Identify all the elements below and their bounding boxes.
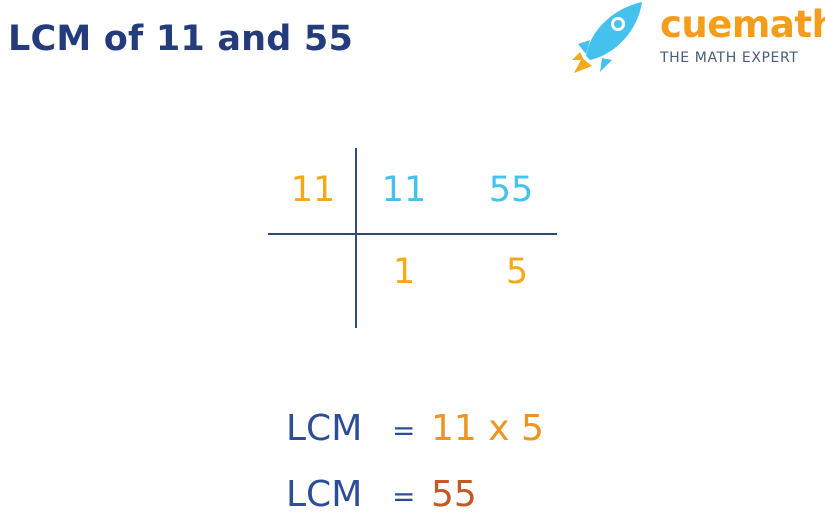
equals-sign: = bbox=[392, 480, 416, 513]
page-title: LCM of 11 and 55 bbox=[8, 19, 354, 59]
cuemath-logo: cuemath THE MATH EXPERT bbox=[568, 0, 825, 78]
logo-tagline: THE MATH EXPERT bbox=[660, 50, 799, 66]
ladder-row1-value-2: 55 bbox=[488, 170, 534, 210]
lcm-expression-line: LCM = 11 x 5 bbox=[286, 411, 586, 455]
ladder-row1-value-1: 11 bbox=[381, 170, 427, 210]
ladder-divisor: 11 bbox=[290, 170, 336, 210]
ladder-horizontal-line bbox=[268, 233, 557, 235]
lcm-answer: 55 bbox=[431, 474, 477, 515]
lcm-answer-line: LCM = 55 bbox=[286, 477, 586, 519]
ladder-row2-value-2: 5 bbox=[505, 252, 529, 292]
lcm-expression: 11 x 5 bbox=[431, 408, 544, 449]
logo-wordmark: cuemath bbox=[660, 3, 825, 46]
lcm-label: LCM bbox=[286, 408, 363, 449]
rocket-icon bbox=[572, 2, 642, 73]
ladder-vertical-line bbox=[355, 148, 357, 328]
lcm-label: LCM bbox=[286, 474, 363, 515]
equals-sign: = bbox=[392, 414, 416, 447]
ladder-row2-value-1: 1 bbox=[392, 252, 416, 292]
